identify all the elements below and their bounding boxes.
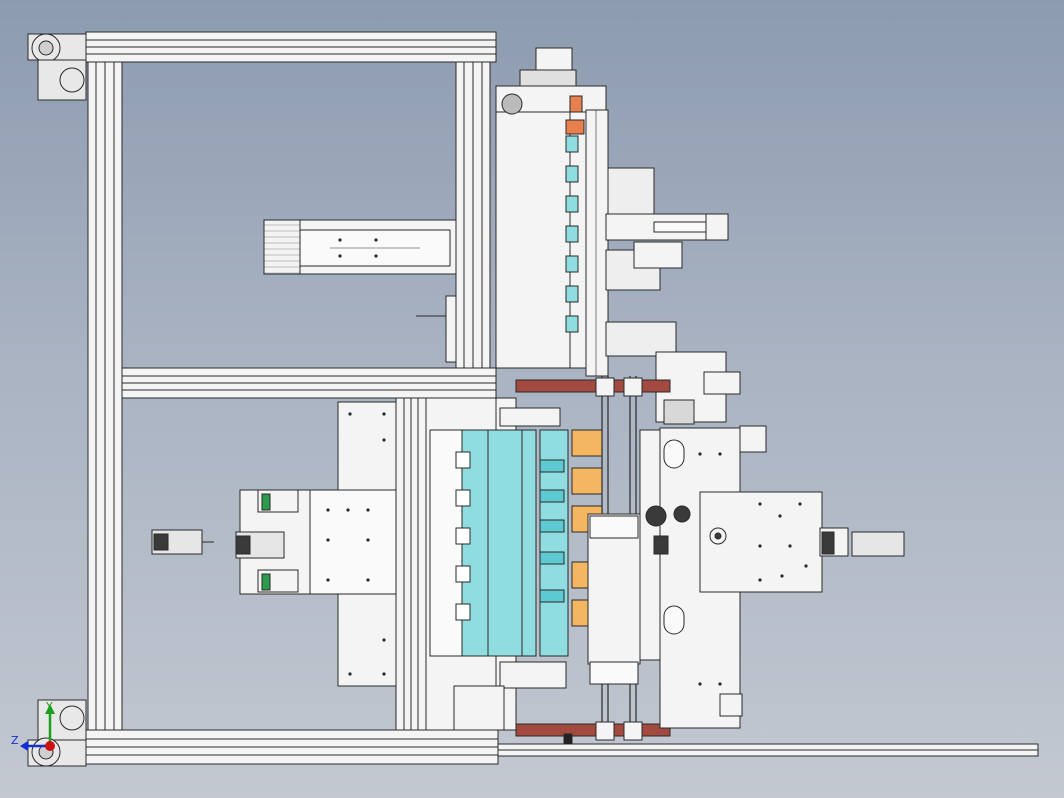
caster-top-left: [27, 33, 87, 101]
right-motor-plate: [645, 425, 905, 729]
triad-z-label: Z: [11, 734, 19, 747]
left-slide-assembly: [151, 401, 397, 687]
caster-bottom-left: [27, 699, 87, 767]
screw-holes: [326, 238, 808, 686]
main-frame: [85, 31, 1039, 765]
upper-slide-arm: [263, 219, 457, 363]
sliding-carriage: [587, 429, 667, 685]
triad-y-label: Y: [45, 700, 53, 713]
central-tooling: [425, 397, 603, 731]
guide-rods: [515, 376, 671, 745]
upper-mechanism: [495, 47, 729, 377]
coordinate-triad: Y Z: [11, 700, 55, 751]
